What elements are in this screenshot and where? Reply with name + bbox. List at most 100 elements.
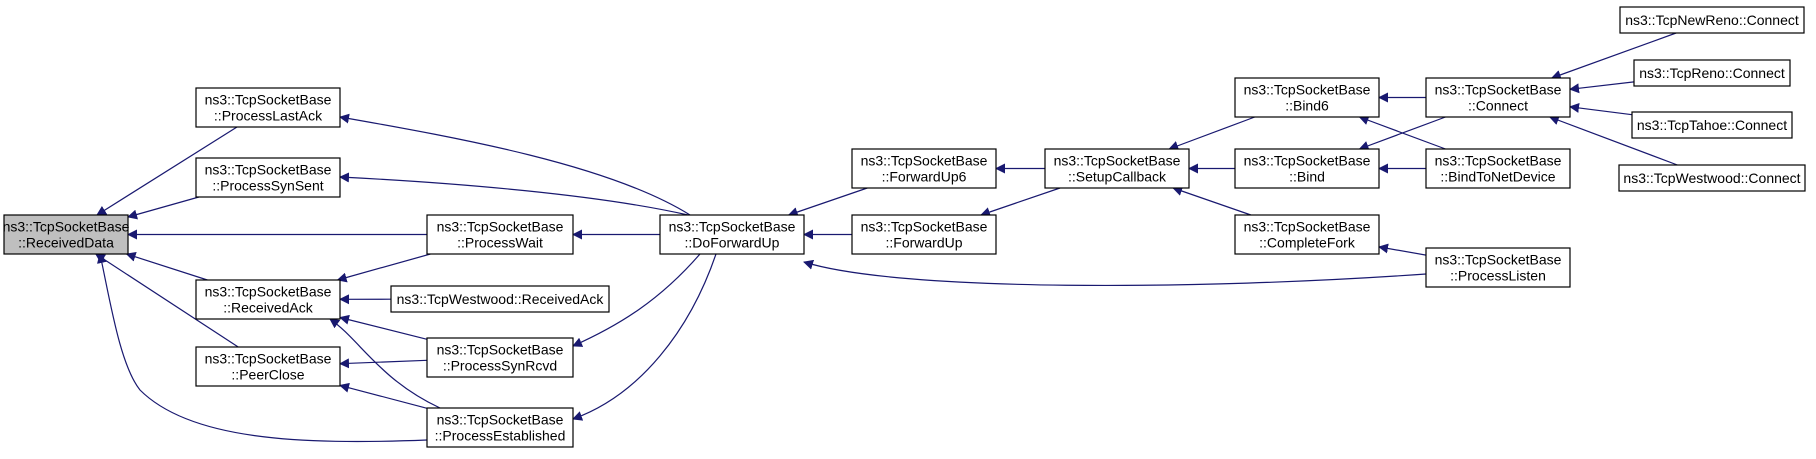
node-label: ns3::TcpSocketBase (1435, 82, 1562, 98)
node-label: ::ReceivedAck (223, 300, 313, 316)
node-label: ns3::TcpSocketBase (1244, 153, 1371, 169)
node-processlisten[interactable]: ns3::TcpSocketBase::ProcessListen (1425, 247, 1571, 288)
node-connect[interactable]: ns3::TcpSocketBase::Connect (1425, 77, 1571, 118)
node-label: ns3::TcpSocketBase (1435, 252, 1562, 268)
node-label: ns3::TcpSocketBase (1244, 82, 1371, 98)
node-label: ::ProcessListen (1450, 268, 1546, 284)
node-reno-connect[interactable]: ns3::TcpReno::Connect (1633, 59, 1791, 87)
edge-connect-to-bind (1358, 116, 1446, 151)
node-receiveddata: ns3::TcpSocketBase::ReceivedData (3, 214, 130, 255)
node-label: ::ReceivedData (18, 235, 114, 251)
node-processsynsent[interactable]: ns3::TcpSocketBase::ProcessSynSent (195, 157, 341, 198)
edge-processlisten-to-completefork (1378, 243, 1427, 256)
node-label: ns3::TcpSocketBase (669, 219, 796, 235)
node-setupcallback[interactable]: ns3::TcpSocketBase::SetupCallback (1044, 148, 1190, 189)
edge-completefork-to-setupcallback (1172, 186, 1252, 216)
node-label: ns3::TcpSocketBase (437, 412, 564, 428)
node-box (1425, 77, 1571, 118)
node-forwardup6[interactable]: ns3::TcpSocketBase::ForwardUp6 (851, 148, 997, 189)
node-label: ns3::TcpWestwood::ReceivedAck (397, 291, 605, 307)
node-box (1619, 6, 1805, 34)
node-label: ::Bind (1289, 169, 1325, 185)
node-label: ns3::TcpSocketBase (1244, 219, 1371, 235)
node-westwood-connect[interactable]: ns3::TcpWestwood::Connect (1618, 164, 1806, 192)
node-processsynrcvd[interactable]: ns3::TcpSocketBase::ProcessSynRcvd (426, 337, 574, 378)
edge-processestablished-to-peerclose (339, 382, 428, 409)
edge-processestablished-to-receivedack (329, 318, 441, 409)
node-label: ns3::TcpSocketBase (861, 219, 988, 235)
edge-receivedack-to-receiveddata (125, 251, 208, 281)
node-box (1234, 148, 1380, 189)
node-doforwardup[interactable]: ns3::TcpSocketBase::DoForwardUp (659, 214, 805, 255)
node-box (1425, 148, 1571, 189)
node-box (195, 279, 341, 320)
node-label: ::BindToNetDevice (1440, 169, 1555, 185)
edge-newreno_connect-to-connect (1550, 32, 1677, 80)
node-label: ::ForwardUp6 (882, 169, 967, 185)
node-receivedack[interactable]: ns3::TcpSocketBase::ReceivedAck (195, 279, 341, 320)
node-label: ns3::TcpSocketBase (437, 342, 564, 358)
node-box (1633, 59, 1791, 87)
node-box (426, 407, 574, 448)
edge-reno_connect-to-connect (1569, 81, 1635, 94)
edge-processsynrcvd-to-receivedack (339, 314, 428, 340)
node-label: ns3::TcpWestwood::Connect (1623, 170, 1800, 186)
node-processwait[interactable]: ns3::TcpSocketBase::ProcessWait (426, 214, 574, 255)
edge-setupcallback-to-forwardup (980, 187, 1061, 217)
node-box (426, 214, 574, 255)
node-bindtonetdevice[interactable]: ns3::TcpSocketBase::BindToNetDevice (1425, 148, 1571, 189)
edge-doforwardup-to-processsynrcvd (572, 253, 701, 347)
node-label: ns3::TcpSocketBase (205, 351, 332, 367)
node-westwood-receivedack[interactable]: ns3::TcpWestwood::ReceivedAck (390, 285, 610, 313)
edge-processsynrcvd-to-peerclose (339, 358, 428, 369)
node-label: ns3::TcpTahoe::Connect (1637, 117, 1787, 133)
node-box (195, 157, 341, 198)
edge-forwardup6-to-doforwardup (787, 187, 868, 217)
node-label: ::ProcessWait (457, 235, 543, 251)
node-newreno-connect[interactable]: ns3::TcpNewReno::Connect (1619, 6, 1805, 34)
node-bind6[interactable]: ns3::TcpSocketBase::Bind6 (1234, 77, 1380, 118)
node-label: ns3::TcpSocketBase (1054, 153, 1181, 169)
node-label: ns3::TcpNewReno::Connect (1625, 12, 1799, 28)
edge-processsynsent-to-receiveddata (127, 196, 200, 220)
node-label: ::ProcessLastAck (214, 108, 323, 124)
node-label: ns3::TcpSocketBase (1435, 153, 1562, 169)
node-box (195, 87, 341, 128)
node-box (659, 214, 805, 255)
node-box (1618, 164, 1806, 192)
node-box (1234, 77, 1380, 118)
node-label: ns3::TcpSocketBase (861, 153, 988, 169)
node-tahoe-connect[interactable]: ns3::TcpTahoe::Connect (1631, 111, 1793, 139)
node-label: ::PeerClose (231, 367, 304, 383)
node-bind[interactable]: ns3::TcpSocketBase::Bind (1234, 148, 1380, 189)
node-box (851, 214, 997, 255)
node-peerclose[interactable]: ns3::TcpSocketBase::PeerClose (195, 346, 341, 387)
node-label: ::ForwardUp (885, 235, 962, 251)
node-box (1044, 148, 1190, 189)
edge-peerclose-to-receiveddata (94, 253, 239, 348)
node-box (1234, 214, 1380, 255)
node-label: ::Bind6 (1285, 98, 1329, 114)
edge-layer (94, 32, 1678, 443)
node-label: ::SetupCallback (1068, 169, 1167, 185)
node-processlastack[interactable]: ns3::TcpSocketBase::ProcessLastAck (195, 87, 341, 128)
node-processestablished[interactable]: ns3::TcpSocketBase::ProcessEstablished (426, 407, 574, 448)
node-label: ::ProcessSynSent (212, 178, 323, 194)
node-label: ns3::TcpSocketBase (205, 284, 332, 300)
node-label: ns3::TcpSocketBase (3, 219, 130, 235)
node-layer: ns3::TcpSocketBase::ReceivedDatans3::Tcp… (3, 6, 1806, 448)
node-label: ::ProcessEstablished (435, 428, 566, 444)
node-label: ns3::TcpSocketBase (205, 92, 332, 108)
node-completefork[interactable]: ns3::TcpSocketBase::CompleteFork (1234, 214, 1380, 255)
edge-doforwardup-to-processsynsent (339, 172, 689, 216)
node-forwardup[interactable]: ns3::TcpSocketBase::ForwardUp (851, 214, 997, 255)
edge-bind6-to-setupcallback (1168, 116, 1256, 151)
edge-westwood_connect-to-connect (1548, 115, 1678, 166)
edge-doforwardup-to-processestablished (572, 253, 717, 421)
node-box (1425, 247, 1571, 288)
node-label: ns3::TcpSocketBase (437, 219, 564, 235)
edge-processlisten-to-doforwardup (803, 259, 1427, 287)
node-label: ns3::TcpReno::Connect (1639, 65, 1785, 81)
edge-doforwardup-to-processlastack (339, 113, 691, 216)
